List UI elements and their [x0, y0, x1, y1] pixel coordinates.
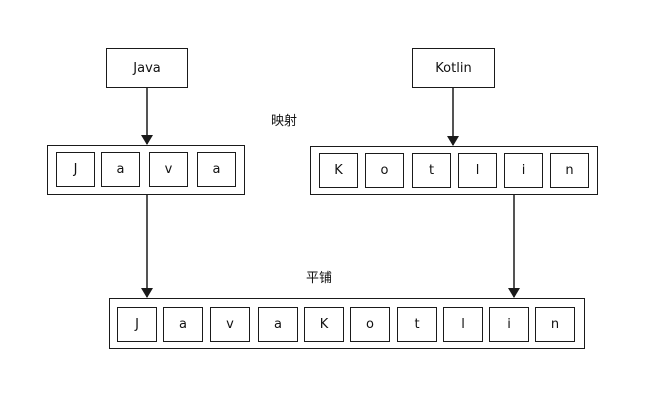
flat-char-cell: J — [117, 307, 157, 342]
flat-char-array: J a v a K o t l i n — [109, 298, 585, 349]
flat-char-cell: K — [304, 307, 344, 342]
flatten-label: 平铺 — [306, 271, 333, 286]
java-char-array: J a v a — [47, 145, 245, 195]
java-char-cell: v — [149, 152, 188, 187]
flat-char-cell: n — [535, 307, 575, 342]
java-char-cell: a — [101, 152, 140, 187]
flat-char-cell: o — [350, 307, 390, 342]
kotlin-char-cell: i — [504, 153, 543, 188]
kotlin-char-cell: o — [365, 153, 404, 188]
flat-char-cell: v — [210, 307, 250, 342]
map-label: 映射 — [271, 114, 298, 129]
kotlin-char-cell: t — [412, 153, 451, 188]
kotlin-char-cell: K — [319, 153, 358, 188]
kotlin-source-box: Kotlin — [412, 48, 495, 88]
kotlin-char-cell: n — [550, 153, 589, 188]
flat-char-cell: a — [163, 307, 203, 342]
flat-char-cell: a — [258, 307, 298, 342]
java-char-cell: a — [197, 152, 236, 187]
flat-char-cell: t — [397, 307, 437, 342]
kotlin-source-label: Kotlin — [435, 60, 472, 76]
flat-char-cell: l — [443, 307, 483, 342]
kotlin-char-array: K o t l i n — [310, 146, 598, 195]
flat-char-cell: i — [489, 307, 529, 342]
java-source-box: Java — [106, 48, 188, 88]
java-char-cell: J — [56, 152, 95, 187]
java-source-label: Java — [133, 60, 161, 76]
kotlin-char-cell: l — [458, 153, 497, 188]
